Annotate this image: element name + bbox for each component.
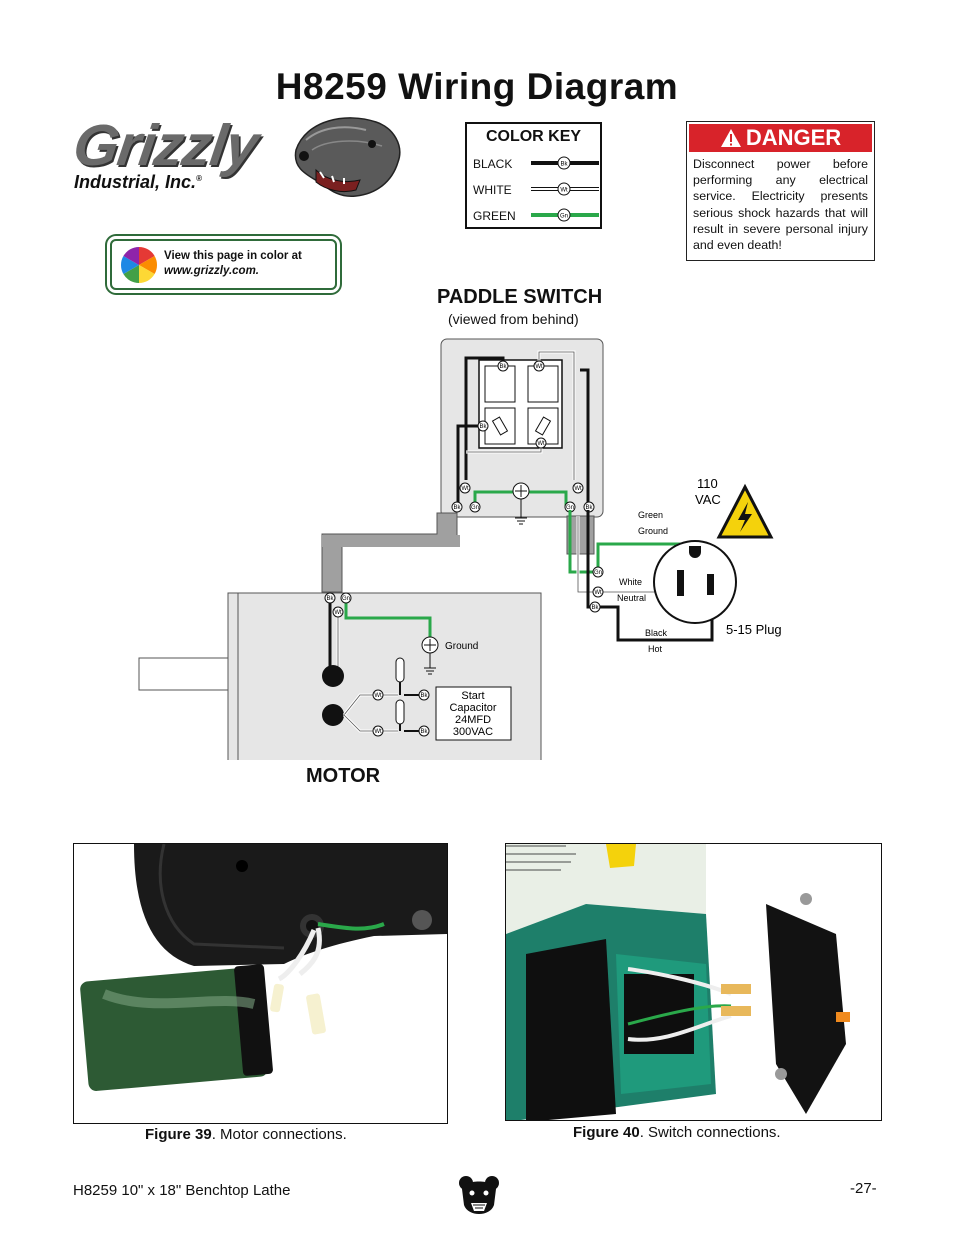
svg-text:Neutral: Neutral bbox=[617, 593, 646, 603]
svg-text:Bk: Bk bbox=[420, 729, 428, 735]
svg-text:White: White bbox=[619, 577, 642, 587]
svg-text:Gn: Gn bbox=[594, 570, 602, 576]
svg-text:Wt: Wt bbox=[461, 486, 469, 492]
svg-text:5-15 Plug: 5-15 Plug bbox=[726, 622, 782, 637]
figure-40-photo bbox=[505, 843, 882, 1121]
page-title: H8259 Wiring Diagram bbox=[275, 66, 679, 107]
svg-text:Wt: Wt bbox=[560, 188, 568, 194]
svg-text:Wt: Wt bbox=[537, 441, 545, 447]
motor-terminal bbox=[322, 665, 344, 687]
svg-text:Gn: Gn bbox=[342, 596, 350, 602]
color-key-title: COLOR KEY bbox=[485, 128, 582, 145]
svg-text:Green: Green bbox=[638, 510, 663, 520]
switch-connections-photo bbox=[506, 844, 850, 1120]
svg-text:110: 110 bbox=[697, 476, 718, 491]
wiring-diagram: Bk Wt Bk Wt Wt Wt Bk Gn Gn Bk bbox=[138, 338, 782, 760]
view-in-color-badge[interactable]: View this page in color at www.grizzly.c… bbox=[110, 239, 337, 290]
svg-text:300VAC: 300VAC bbox=[453, 726, 493, 738]
bear-footer-icon bbox=[459, 1176, 499, 1214]
motor-title: MOTOR bbox=[306, 765, 381, 787]
figure-39-caption: Figure 39. Motor connections. bbox=[145, 1126, 347, 1143]
svg-text:Wt: Wt bbox=[334, 610, 342, 616]
motor-terminal bbox=[322, 704, 344, 726]
svg-text:Capacitor: Capacitor bbox=[449, 702, 496, 714]
svg-text:VAC: VAC bbox=[695, 492, 721, 507]
color-key-green-label: GREEN bbox=[473, 209, 516, 223]
svg-text:Bk: Bk bbox=[591, 605, 599, 611]
paddle-switch-subtitle: (viewed from behind) bbox=[448, 311, 579, 327]
svg-text:Wt: Wt bbox=[374, 693, 382, 699]
paddle-switch-title: PADDLE SWITCH bbox=[437, 286, 603, 308]
svg-text:Bk: Bk bbox=[453, 505, 461, 511]
motor-connections-photo bbox=[80, 844, 447, 1091]
color-key-wire-samples: Bk Wt Gn bbox=[531, 156, 599, 222]
bear-head-logo-icon bbox=[294, 117, 401, 198]
danger-text: Disconnect power before performing any e… bbox=[693, 157, 868, 253]
danger-warning-box: DANGER Disconnect power before performin… bbox=[686, 121, 875, 261]
color-key-black-label: BLACK bbox=[473, 157, 513, 171]
color-key-white-label: WHITE bbox=[473, 183, 512, 197]
svg-text:Bk: Bk bbox=[560, 162, 568, 168]
grizzly-logo-wordmark: Grizzly bbox=[69, 113, 262, 178]
warning-triangle-icon bbox=[720, 129, 741, 147]
svg-text:24MFD: 24MFD bbox=[455, 714, 491, 726]
footer-product: H8259 10" x 18" Benchtop Lathe bbox=[73, 1182, 291, 1199]
svg-text:Wt: Wt bbox=[374, 729, 382, 735]
svg-text:Gn: Gn bbox=[560, 214, 568, 220]
svg-text:Gn: Gn bbox=[471, 505, 479, 511]
view-in-color-text: View this page in color at www.grizzly.c… bbox=[164, 250, 302, 277]
svg-text:Bk: Bk bbox=[499, 364, 507, 370]
figure-40-caption: Figure 40. Switch connections. bbox=[573, 1124, 781, 1141]
svg-text:Bk: Bk bbox=[479, 424, 487, 430]
svg-text:Start: Start bbox=[461, 690, 484, 702]
figure-39-photo bbox=[73, 843, 448, 1124]
svg-text:Bk: Bk bbox=[585, 505, 593, 511]
danger-heading: DANGER bbox=[689, 124, 872, 152]
svg-text:Hot: Hot bbox=[648, 644, 663, 654]
svg-text:Wt: Wt bbox=[574, 486, 582, 492]
svg-text:Bk: Bk bbox=[326, 596, 334, 602]
svg-text:Ground: Ground bbox=[445, 641, 478, 652]
color-wheel-icon bbox=[120, 247, 158, 283]
page-number: -27- bbox=[850, 1180, 877, 1197]
motor-shaft bbox=[138, 657, 229, 691]
plug-face bbox=[653, 540, 737, 624]
svg-text:Ground: Ground bbox=[638, 526, 668, 536]
svg-text:Bk: Bk bbox=[420, 693, 428, 699]
svg-text:Gn: Gn bbox=[566, 505, 574, 511]
svg-text:Black: Black bbox=[645, 628, 668, 638]
svg-text:Wt: Wt bbox=[594, 590, 602, 596]
grizzly-logo-subtitle: Industrial, Inc.® bbox=[74, 172, 202, 192]
svg-text:Wt: Wt bbox=[535, 364, 543, 370]
color-key: COLOR KEY BLACK WHITE GREEN Bk Wt Gn bbox=[465, 122, 602, 229]
